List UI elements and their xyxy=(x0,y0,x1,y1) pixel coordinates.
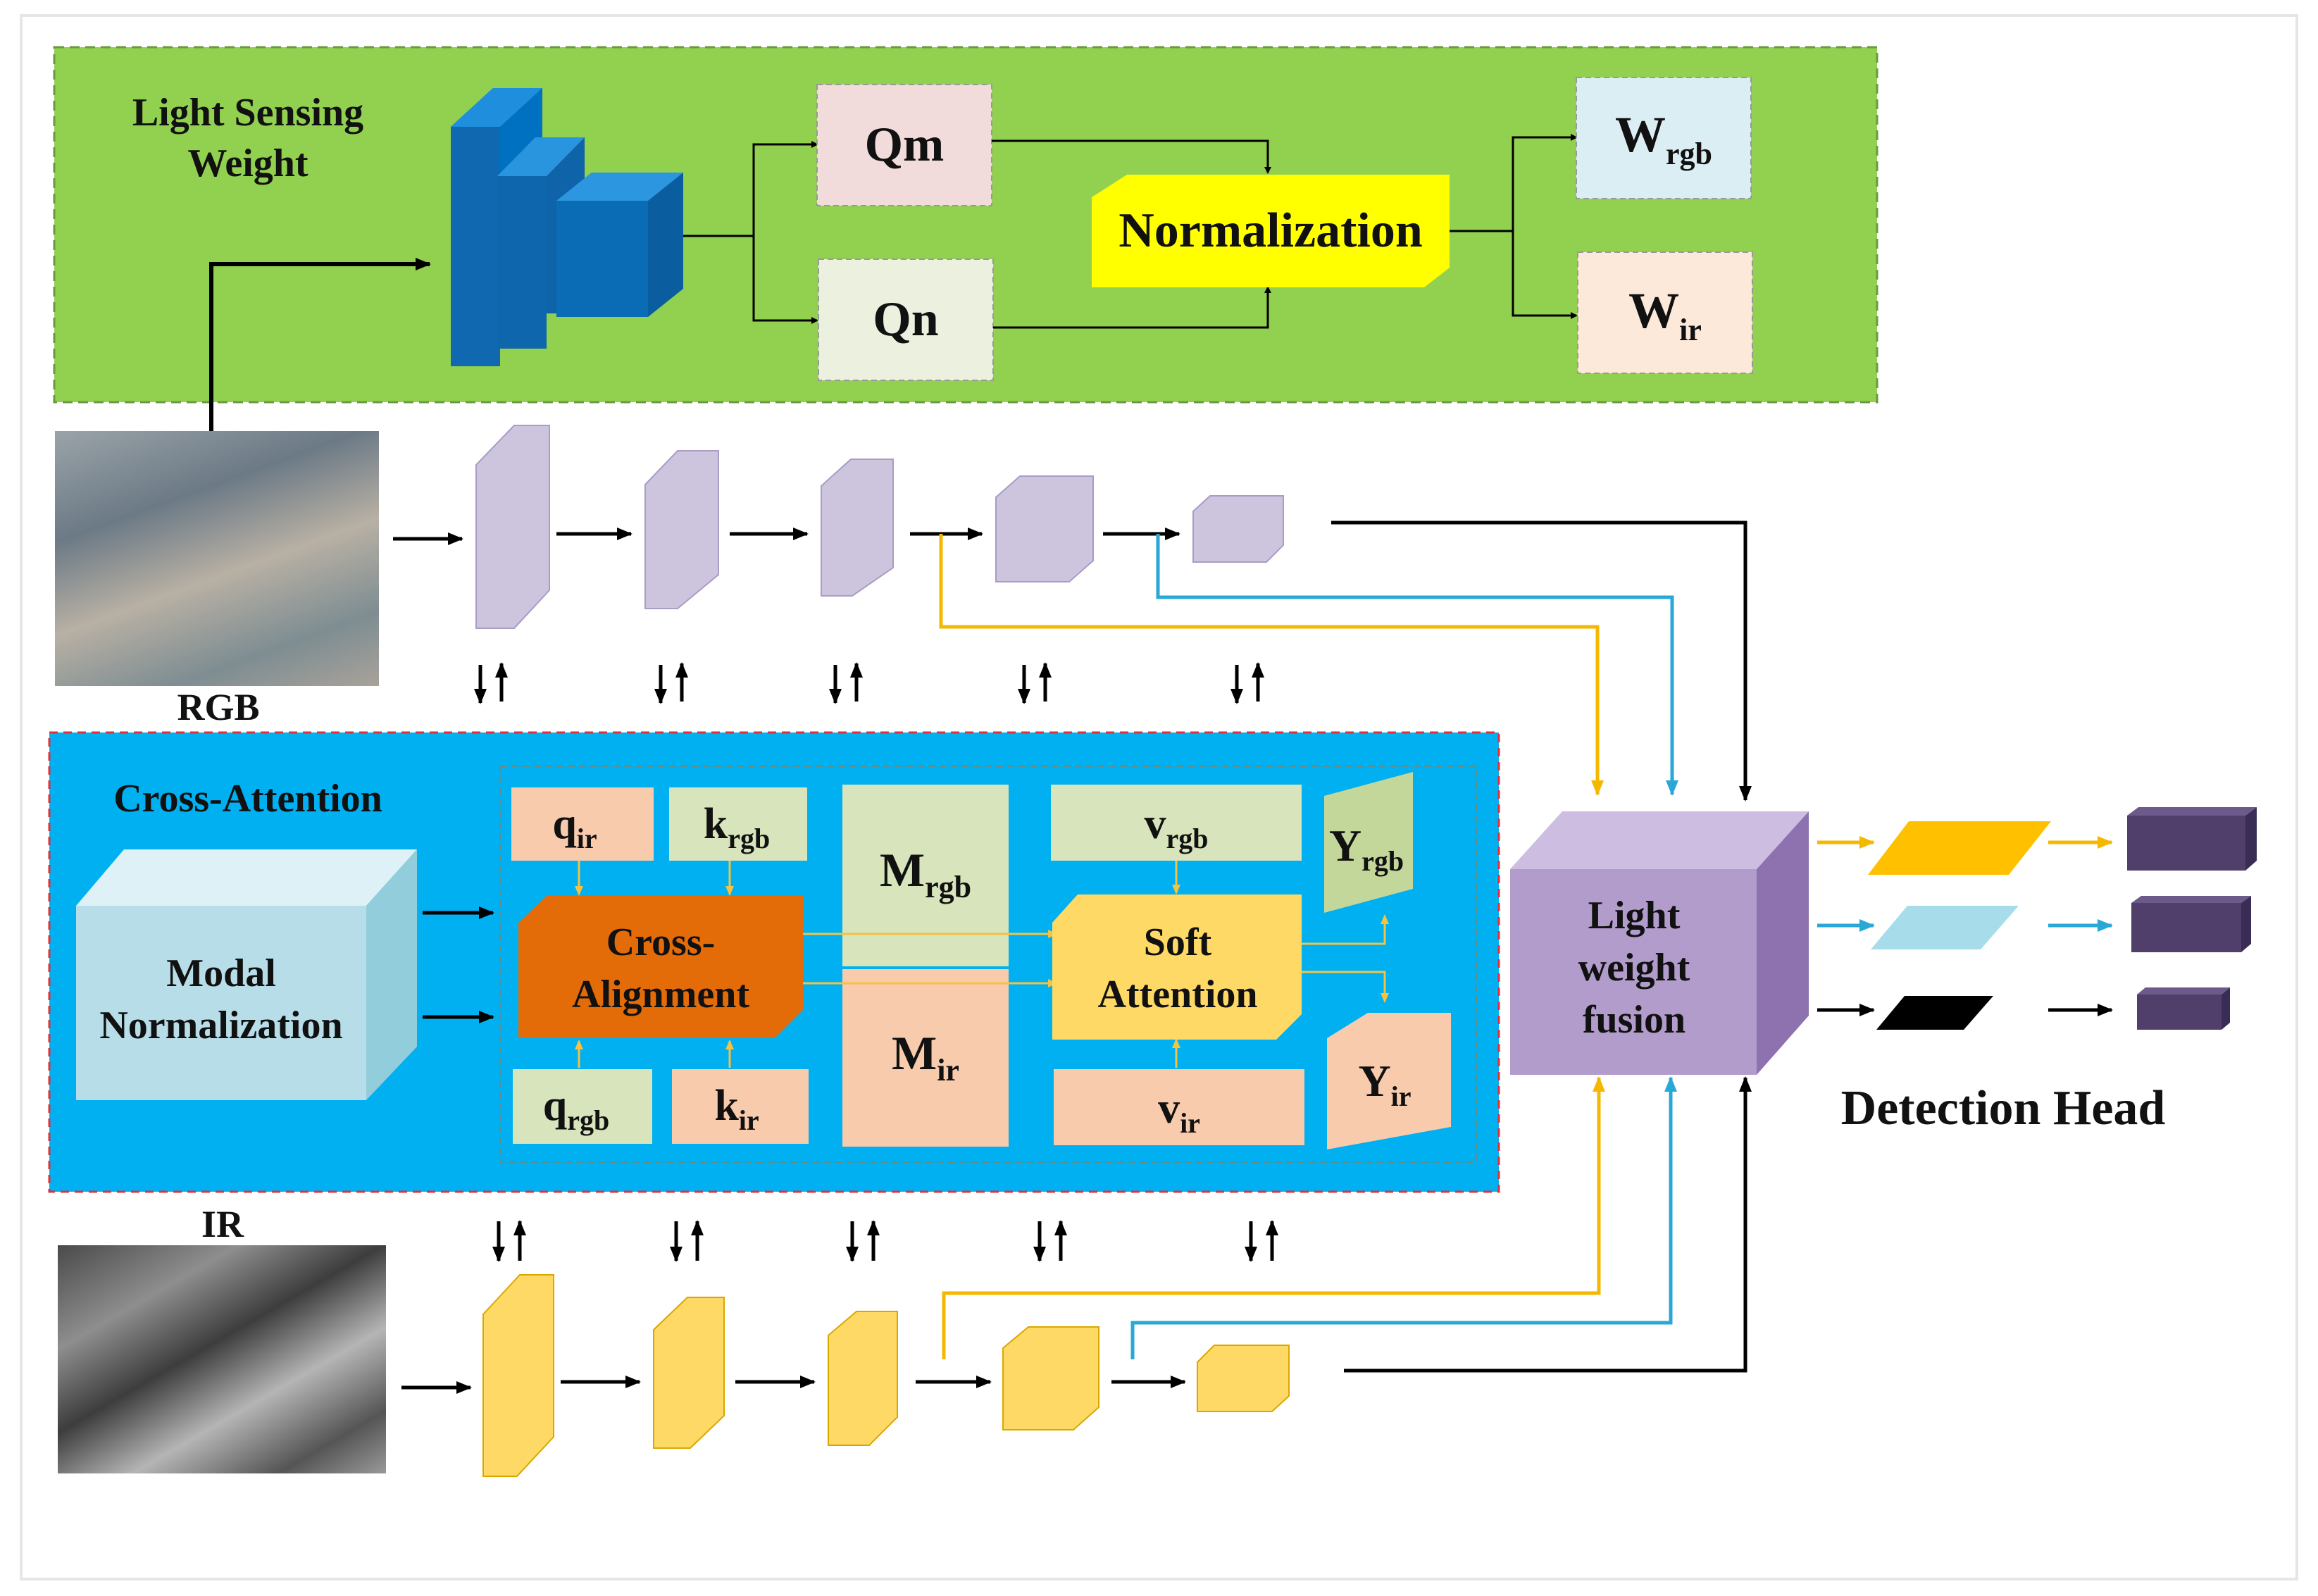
k-rgb-box xyxy=(669,787,807,861)
qk-small-arrows xyxy=(575,861,734,1068)
rgb-feature-4 xyxy=(995,475,1094,582)
head-block-2-side xyxy=(2241,896,2251,952)
q-rgb-label: qrgb xyxy=(543,1082,609,1136)
fusion-1: Light xyxy=(1588,894,1681,937)
rgb-feature-5 xyxy=(1192,495,1284,563)
conv-to-qm-arrow xyxy=(683,141,818,237)
outer-frame xyxy=(20,14,2298,1581)
ir-flow-arrows xyxy=(401,1076,1752,1394)
cross-align-1: Cross- xyxy=(606,921,716,964)
m-rgb-box xyxy=(842,785,1009,966)
v-ir-label: vir xyxy=(1158,1085,1200,1139)
ir-feature-3 xyxy=(828,1311,898,1446)
rgb-input-image xyxy=(55,431,379,686)
head-block-2-front xyxy=(2131,903,2241,952)
rgb-flow-arrows xyxy=(393,520,1752,802)
m-rgb-label: Mrgb xyxy=(880,843,971,904)
q-ir-box xyxy=(511,787,654,861)
head-block-1-front xyxy=(2127,816,2245,871)
fusion-3: fusion xyxy=(1583,998,1685,1042)
soft-attention-box xyxy=(1052,894,1302,1040)
k-ir-label: kir xyxy=(714,1082,759,1136)
y-rgb-box xyxy=(1324,772,1413,913)
lsw-title-1: Light Sensing xyxy=(132,91,363,135)
rgb-to-lsw-arrow xyxy=(209,258,431,431)
head-block-3-side xyxy=(2222,987,2230,1030)
qn-box xyxy=(818,258,994,381)
k-rgb-label: krgb xyxy=(704,800,770,854)
ca-title: Cross-Attention xyxy=(113,777,382,821)
qm-label: Qm xyxy=(865,118,945,172)
fusion-to-head-arrows xyxy=(1817,836,2113,1016)
detection-head-label: Detection Head xyxy=(1841,1081,2166,1135)
w-rgb-label: Wrgb xyxy=(1615,106,1712,171)
cross-align-2: Alignment xyxy=(572,973,749,1016)
w-ir-box xyxy=(1577,251,1753,374)
rgb-cyan-skip xyxy=(1156,534,1678,796)
v-ir-box xyxy=(1054,1069,1304,1145)
cross-to-soft-arrows xyxy=(803,930,1058,987)
modal-norm-1: Modal xyxy=(166,952,276,995)
rgb-yellow-skip xyxy=(939,534,1604,796)
k-ir-box xyxy=(672,1069,809,1144)
m-ir-label: Mir xyxy=(892,1026,959,1087)
black-head-plane xyxy=(1876,996,1993,1030)
m-ir-box xyxy=(842,969,1009,1147)
ir-backbone xyxy=(482,1274,1290,1477)
ir-feature-5 xyxy=(1197,1345,1290,1412)
qn-label: Qn xyxy=(873,292,938,347)
head-block-3-front xyxy=(2137,995,2222,1030)
normalization-box xyxy=(1092,175,1450,287)
y-ir-box xyxy=(1327,1013,1451,1149)
norm-to-wir-arrow xyxy=(1512,231,1578,319)
ir-cyan-skip xyxy=(1130,1076,1677,1359)
v-rgb-box xyxy=(1051,785,1302,861)
w-rgb-box xyxy=(1576,77,1752,199)
rgb-feature-3 xyxy=(821,459,894,597)
fusion-2: weight xyxy=(1578,946,1690,990)
ir-ca-exchange-arrows xyxy=(492,1220,1278,1262)
cyan-head-plane xyxy=(1871,906,2019,949)
v-rgb-label: vrgb xyxy=(1145,800,1209,854)
rgb-feature-1 xyxy=(475,425,550,629)
norm-to-wrgb-arrow xyxy=(1450,134,1578,232)
conv-to-qn-arrow xyxy=(752,236,818,324)
q-ir-label: qir xyxy=(552,800,597,854)
head-block-3-top xyxy=(2137,987,2230,995)
soft-att-1: Soft xyxy=(1144,921,1212,964)
ir-feature-2 xyxy=(653,1297,725,1449)
head-block-2-top xyxy=(2131,896,2251,903)
ir-yellow-skip xyxy=(942,1076,1605,1359)
rgb-backbone xyxy=(475,425,1284,629)
rgb-feature-2 xyxy=(644,450,719,609)
detection-head-blocks xyxy=(2127,807,2257,1030)
y-ir-label: Yir xyxy=(1358,1056,1411,1112)
head-block-1-top xyxy=(2127,807,2257,816)
light-weight-fusion-cube xyxy=(1510,811,1809,1075)
soft-to-y-arrows xyxy=(1302,914,1389,1003)
soft-att-2: Attention xyxy=(1097,973,1257,1016)
ir-feature-4 xyxy=(1002,1326,1099,1430)
ir-input-image xyxy=(58,1245,386,1473)
q-rgb-box xyxy=(513,1069,652,1144)
y-rgb-label: Yrgb xyxy=(1329,821,1404,877)
rgb-ca-exchange-arrows xyxy=(474,662,1264,704)
w-ir-label: Wir xyxy=(1628,282,1702,347)
modal-norm-2: Normalization xyxy=(99,1004,342,1047)
ca-inner-frame xyxy=(499,766,1477,1163)
cross-alignment-box xyxy=(518,896,803,1038)
ir-feature-1 xyxy=(482,1274,554,1477)
head-block-1-side xyxy=(2245,807,2257,871)
modal-normalization-cube xyxy=(76,849,417,1100)
lsw-title-2: Weight xyxy=(187,142,308,185)
light-sensing-conv-stack xyxy=(451,88,683,366)
qn-to-norm-arrow xyxy=(993,286,1271,329)
yellow-head-plane xyxy=(1868,821,2051,875)
rgb-label: RGB xyxy=(177,686,259,728)
ir-label: IR xyxy=(201,1203,244,1245)
normalization-label: Normalization xyxy=(1119,204,1423,258)
qm-box xyxy=(816,84,992,206)
qm-to-norm-arrow xyxy=(992,139,1271,174)
